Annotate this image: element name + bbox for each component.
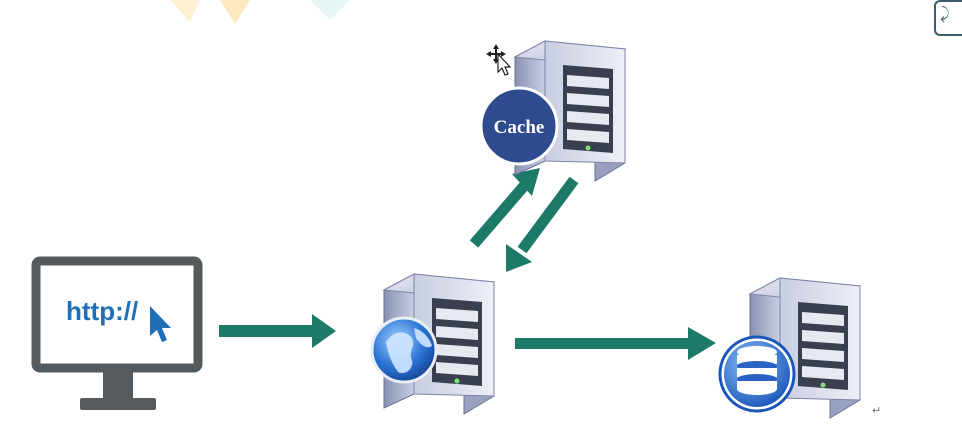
cursor-icon [150,306,171,342]
monitor-stand [103,372,133,400]
url-text: http:// [66,296,138,326]
move-cursor-icon [486,44,512,76]
top-decoration [170,0,350,24]
client-monitor: http:// [31,256,203,410]
database-icon [718,335,796,413]
globe-icon [370,316,438,384]
arrow-web-to-db [515,327,716,360]
web-server [370,273,495,415]
arrow-web-to-cache [469,168,540,248]
monitor-screen [31,256,203,373]
corner-glyph-icon: ⤸ [940,4,950,23]
arrow-client-to-web [219,314,336,348]
arrow-cache-to-web [506,176,579,272]
cache-label: Cache [494,117,545,138]
cache-badge: Cache [479,86,559,166]
corner-tab-icon[interactable]: ⤸ [934,0,962,36]
return-mark: ↵ [872,405,881,417]
monitor-base [80,398,156,410]
